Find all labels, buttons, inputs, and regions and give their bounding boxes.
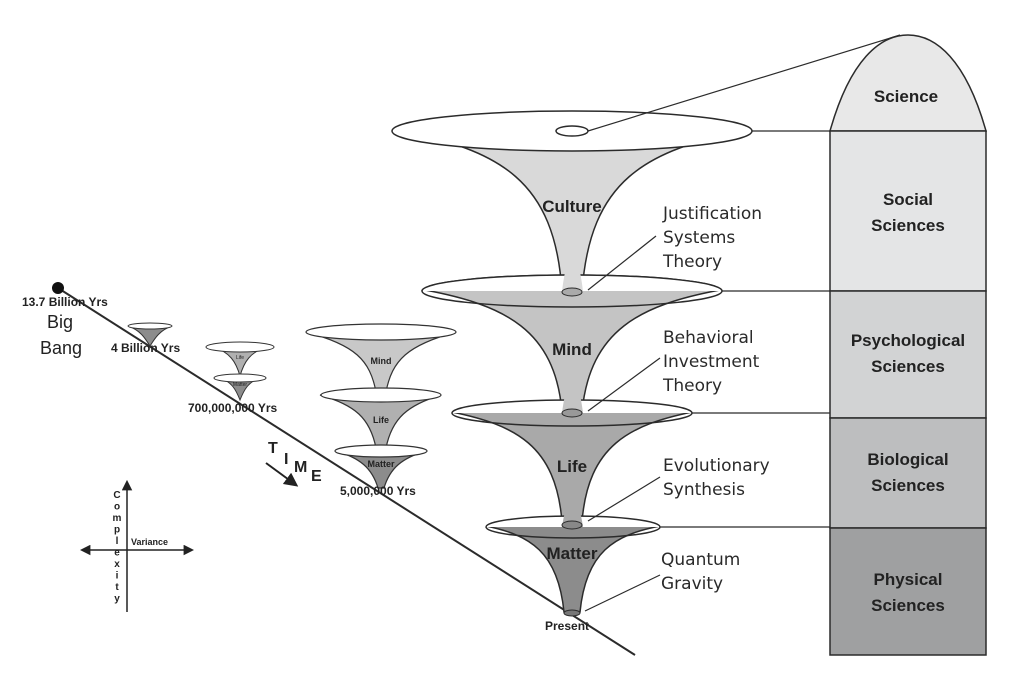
culture-label: Culture [542, 197, 602, 216]
theory-bit-line3: Theory [662, 376, 722, 396]
time-arrow-icon [265, 462, 299, 487]
timeline-label-present: Present [545, 619, 589, 633]
stage3-cones: Mind Life Matter [305, 323, 457, 489]
timeline-label-5-million: 5,000,000 Yrs [340, 484, 416, 498]
theory-bit-line1: Behavioral [663, 328, 754, 348]
social-sciences-label-2: Sciences [871, 216, 945, 235]
variance-label: Variance [131, 537, 168, 547]
stage2-matter-label: Matter [233, 382, 248, 388]
life-label: Life [557, 457, 587, 476]
stage2-cones: Life Matter [205, 341, 275, 402]
complexity-letter: t [115, 582, 119, 593]
physical-sciences-block [829, 527, 987, 656]
mind-label: Mind [552, 340, 592, 359]
psych-sciences-label-1: Psychological [851, 331, 965, 350]
psych-sciences-label-2: Sciences [871, 357, 945, 376]
bio-sciences-label-2: Sciences [871, 476, 945, 495]
big-bang-label-line2: Bang [40, 338, 82, 358]
connector-science [587, 34, 901, 132]
psychological-sciences-block [829, 290, 987, 419]
social-sciences-block [829, 130, 987, 292]
stage1-cone [127, 322, 173, 347]
phys-sciences-label-2: Sciences [871, 596, 945, 615]
theory-es-line1: Evolutionary [663, 456, 770, 476]
stage3-life-label: Life [373, 415, 389, 425]
science-label: Science [874, 87, 938, 106]
complexity-letter: y [114, 594, 120, 605]
science-column: Science Social Sciences Psychological Sc… [829, 34, 987, 656]
phys-sciences-label-1: Physical [874, 570, 943, 589]
complexity-letter: C [113, 490, 120, 501]
timeline-start-label: 13.7 Billion Yrs [22, 295, 108, 309]
social-sciences-label-1: Social [883, 190, 933, 209]
time-axis-label: T I M E [265, 440, 322, 487]
svg-text:I: I [284, 451, 288, 468]
stage3-mind-label: Mind [371, 356, 392, 366]
theory-es-line2: Synthesis [663, 480, 745, 500]
theory-jst-line1: Justification [662, 204, 762, 224]
complexity-letter: x [114, 559, 120, 570]
svg-text:E: E [311, 468, 322, 485]
culture-top-ring [555, 125, 589, 137]
theory-bit-line2: Investment [663, 352, 760, 372]
theory-qg-line1: Quantum [661, 550, 740, 570]
timeline-label-700-million: 700,000,000 Yrs [188, 401, 278, 415]
timeline-label-4-billion: 4 Billion Yrs [111, 341, 180, 355]
stage2-life-label: Life [236, 355, 244, 361]
complexity-letter: i [116, 571, 119, 582]
svg-text:T: T [268, 440, 278, 457]
complexity-letter: o [114, 502, 120, 513]
timeline-line [57, 287, 636, 656]
bio-sciences-label-1: Biological [867, 450, 948, 469]
biological-sciences-block [829, 417, 987, 529]
complexity-letter: m [113, 513, 122, 524]
stage3-matter-label: Matter [367, 459, 395, 469]
svg-text:M: M [294, 459, 307, 476]
theory-jst-line3: Theory [662, 252, 722, 272]
mind-cone: Mind [421, 272, 723, 418]
life-cone: Life [451, 395, 693, 528]
complexity-letter: l [116, 536, 119, 547]
big-bang-dot [52, 282, 64, 294]
complexity-letter: p [114, 525, 120, 536]
science-dome [829, 34, 987, 132]
matter-cone: Matter [485, 512, 661, 617]
theory-jst-line2: Systems [663, 228, 735, 248]
theory-qg-line2: Gravity [661, 574, 723, 594]
matter-label: Matter [546, 544, 597, 563]
complexity-letter: e [114, 548, 120, 559]
big-bang-label-line1: Big [47, 312, 73, 332]
